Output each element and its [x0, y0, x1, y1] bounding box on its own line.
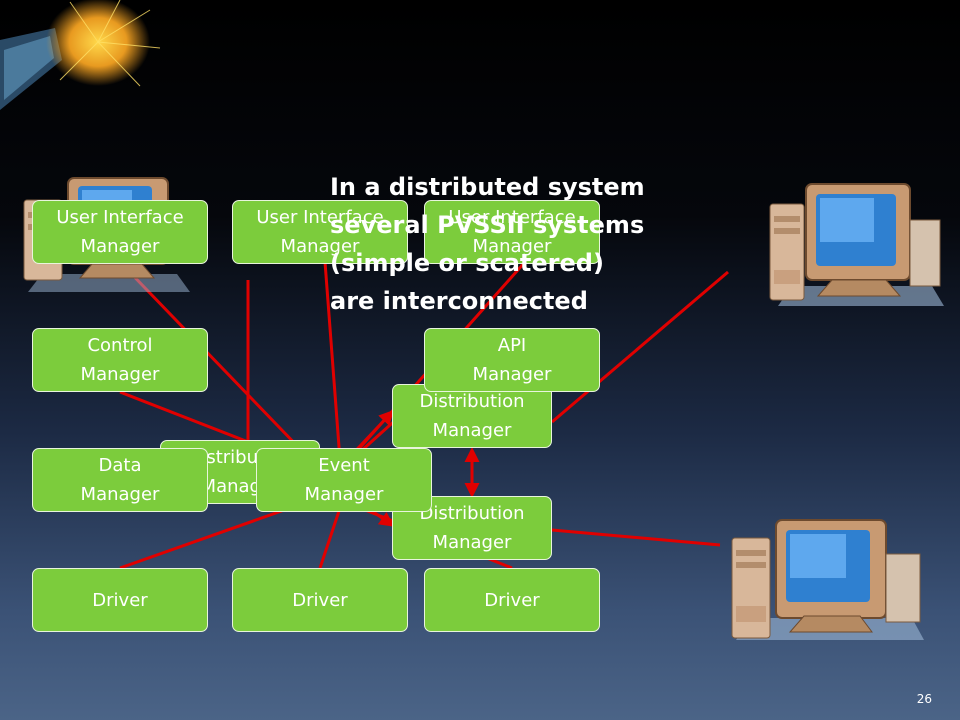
dist-manager-middle: Distribution Manager	[392, 384, 552, 448]
ui-manager-3: User Interface Manager	[424, 200, 600, 264]
dist-manager-lower: Distribution Manager	[392, 496, 552, 560]
box-line: User Interface	[256, 207, 384, 228]
box-line: Manager	[472, 236, 552, 257]
box-line: Event	[318, 455, 370, 476]
headline: In a distributed system several PVSSII s…	[330, 168, 670, 320]
api-manager: API Manager	[424, 328, 600, 392]
headline-line: In a distributed system	[330, 173, 645, 201]
computer-icon	[769, 183, 944, 306]
ui-manager-1: User Interface Manager	[32, 200, 208, 264]
box-line: Distribution	[419, 503, 525, 524]
box-line: Manager	[432, 420, 512, 441]
computer-icon	[731, 519, 924, 640]
box-line: Manager	[432, 532, 512, 553]
driver-3: Driver	[424, 568, 600, 632]
page-number: 26	[916, 692, 932, 706]
box-line: Manager	[80, 364, 160, 385]
link-dist-lower-pc	[551, 528, 721, 547]
event-manager: Event Manager	[256, 448, 432, 512]
box-line: Manager	[80, 236, 160, 257]
box-line: Manager	[280, 236, 360, 257]
driver-2: Driver	[232, 568, 408, 632]
box-line: Distribution	[419, 391, 525, 412]
box-line: Data	[98, 455, 142, 476]
data-manager: Data Manager	[32, 448, 208, 512]
box-line: Driver	[92, 589, 148, 611]
ui-manager-2: User Interface Manager	[232, 200, 408, 264]
box-line: API	[497, 335, 527, 356]
control-manager: Control Manager	[32, 328, 208, 392]
headline-line: are interconnected	[330, 287, 588, 315]
link-event-driver1	[119, 506, 291, 570]
driver-1: Driver	[32, 568, 208, 632]
link-ui3-event	[323, 261, 342, 461]
box-line: Driver	[292, 589, 348, 611]
link-event-driver2	[318, 507, 342, 569]
box-line: User Interface	[56, 207, 184, 228]
box-line: Control	[87, 335, 153, 356]
box-line: Manager	[80, 484, 160, 505]
box-line: User Interface	[448, 207, 576, 228]
particle-burst-icon	[0, 0, 161, 110]
link-dist-right-pc	[551, 270, 729, 424]
headline-line: several PVSSII systems	[330, 211, 645, 239]
box-line: Driver	[484, 589, 540, 611]
headline-line: (simple or scatered)	[330, 249, 604, 277]
box-line: Manager	[472, 364, 552, 385]
box-line: Manager	[304, 484, 384, 505]
